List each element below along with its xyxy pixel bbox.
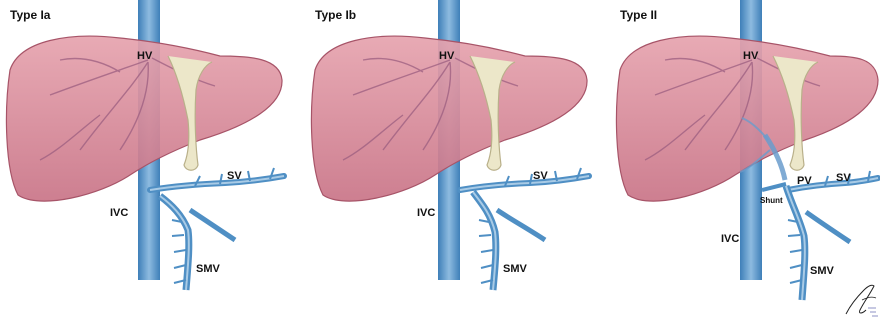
panel-type-ib: Type Ib HV SV IVC SMV	[305, 0, 598, 320]
mesenteric-vein	[786, 186, 805, 300]
label-smv: SMV	[503, 263, 527, 275]
shunt-vessel	[762, 184, 786, 190]
panel-title: Type II	[620, 8, 657, 22]
artist-signature	[842, 280, 880, 320]
label-ivc: IVC	[417, 207, 435, 219]
panel-type-ia: Type Ia HV SV IVC SMV	[0, 0, 293, 320]
panel-title: Type Ia	[10, 8, 50, 22]
label-ivc: IVC	[110, 207, 128, 219]
label-sv: SV	[533, 170, 548, 182]
panel-type-ii: Type II HV PV SV Shunt IVC SMV	[610, 0, 880, 320]
label-hv: HV	[439, 50, 454, 62]
type-ii-illustration	[610, 0, 880, 320]
label-ivc: IVC	[721, 233, 739, 245]
type-ib-illustration	[305, 0, 598, 320]
panel-title: Type Ib	[315, 8, 356, 22]
type-ia-illustration	[0, 0, 293, 320]
label-hv: HV	[743, 50, 758, 62]
label-pv: PV	[797, 175, 812, 187]
label-shunt: Shunt	[760, 196, 783, 205]
label-sv: SV	[836, 172, 851, 184]
label-smv: SMV	[196, 263, 220, 275]
label-smv: SMV	[810, 265, 834, 277]
label-hv: HV	[137, 50, 152, 62]
label-sv: SV	[227, 170, 242, 182]
